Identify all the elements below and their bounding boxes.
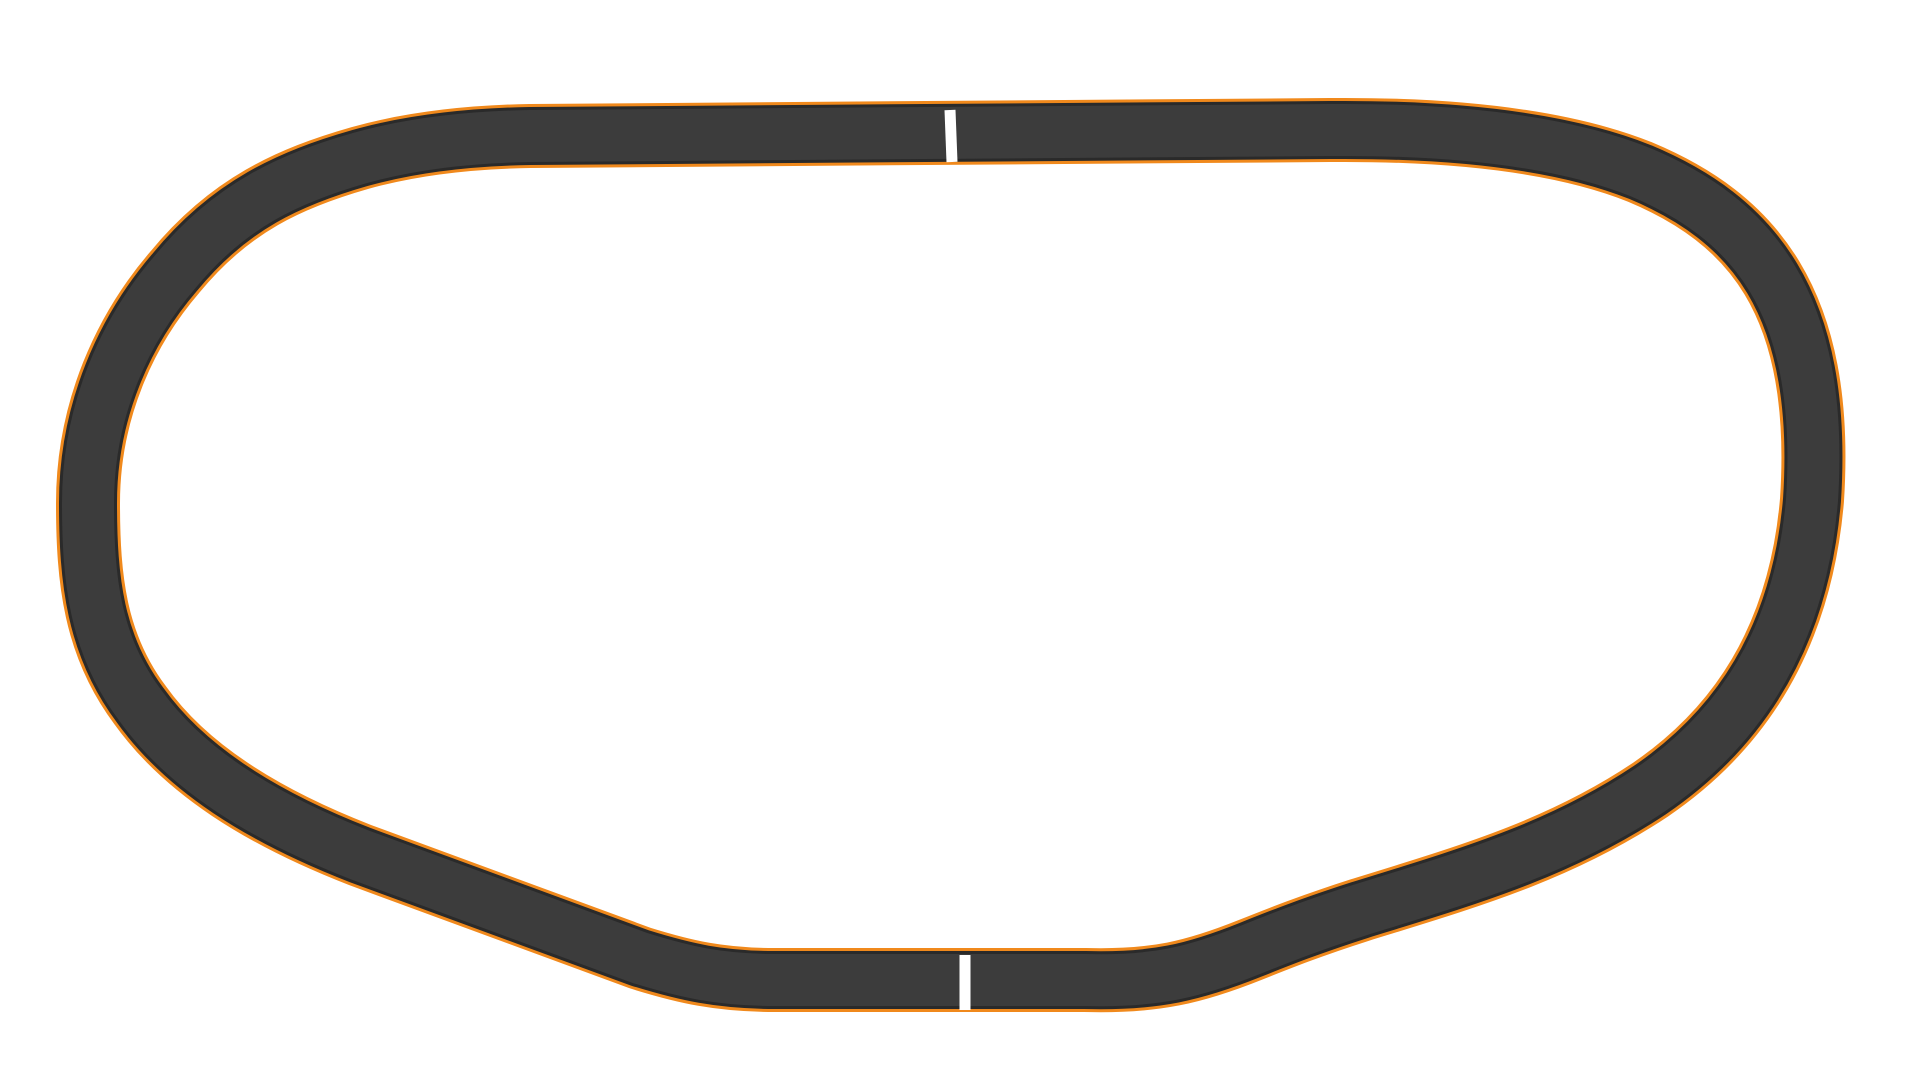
race-track <box>56 97 1846 1013</box>
track-surface <box>62 103 1840 1007</box>
start-finish-line <box>944 109 958 163</box>
